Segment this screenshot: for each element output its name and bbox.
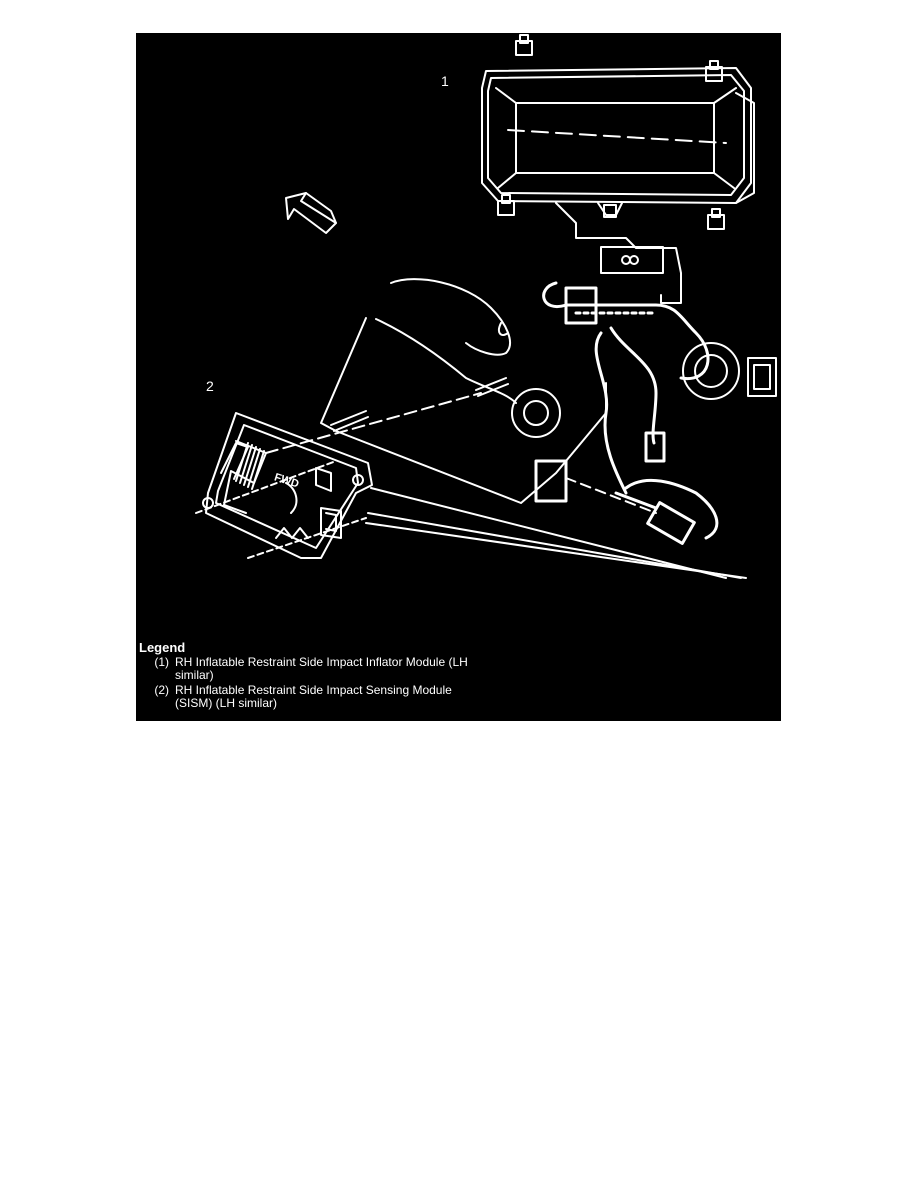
legend-item-number: (1) <box>154 655 169 669</box>
inflator-nut-bottom-right <box>707 208 725 230</box>
inflator-nut-bottom-left <box>497 194 515 216</box>
side-tab <box>747 357 777 397</box>
legend-item: (2) RH Inflatable Restraint Side Impact … <box>139 684 739 710</box>
grommet-right <box>682 342 740 400</box>
legend: Legend (1) RH Inflatable Restraint Side … <box>139 641 739 710</box>
legend-item: (1) RH Inflatable Restraint Side Impact … <box>139 656 739 682</box>
diagram-figure: 1 2 FWD Legend (1) RH Inflatable Restrai… <box>136 33 781 721</box>
inflator-module <box>481 34 755 304</box>
inflator-nut-top-right <box>705 60 723 82</box>
callout-1: 1 <box>441 73 449 89</box>
diagram-drawing <box>195 34 777 579</box>
legend-item-number: (2) <box>154 683 169 697</box>
body-panel <box>320 278 747 579</box>
callout-2: 2 <box>206 378 214 394</box>
forward-arrow-icon <box>285 192 337 234</box>
inflator-nut-top-left <box>515 34 533 56</box>
legend-item-text: RH Inflatable Restraint Side Impact Infl… <box>175 655 468 682</box>
legend-item-text: RH Inflatable Restraint Side Impact Sens… <box>175 683 452 710</box>
grommet-center <box>511 388 561 438</box>
sensing-module <box>195 377 509 559</box>
wiring-harness <box>534 281 719 545</box>
legend-title: Legend <box>139 640 186 655</box>
